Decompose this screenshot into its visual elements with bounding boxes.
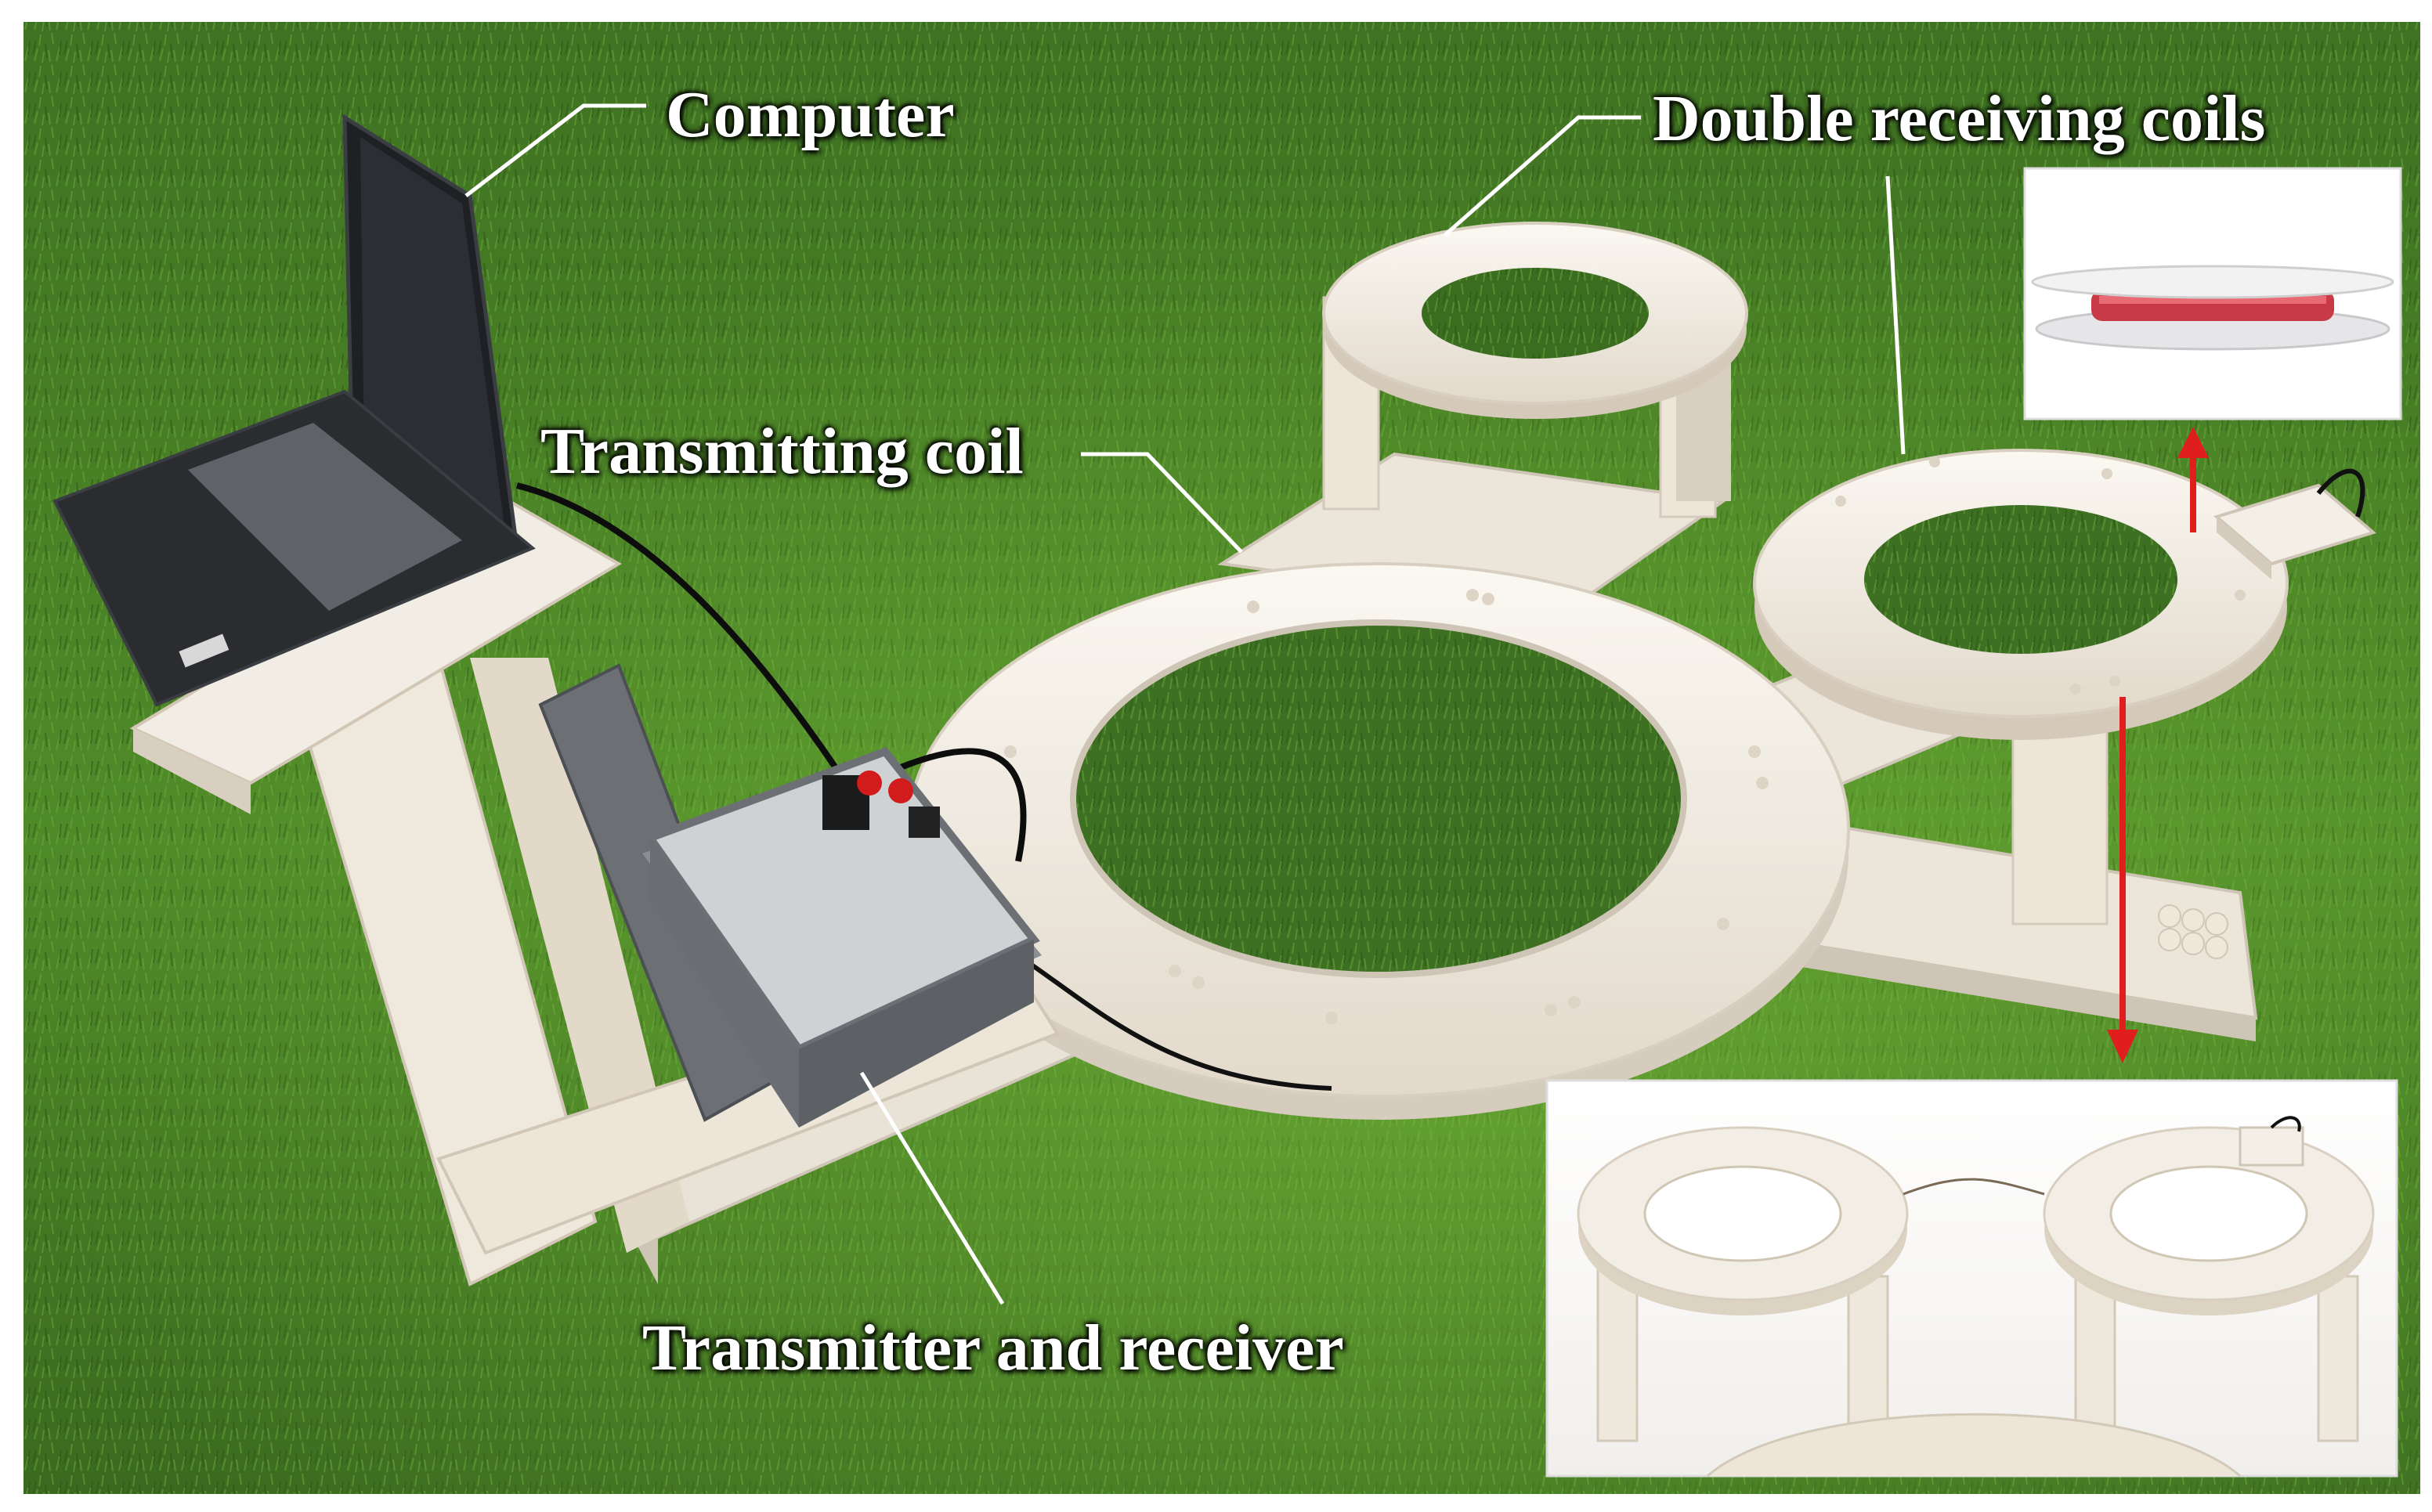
- receiving-coil-icon: [1753, 449, 2289, 959]
- computer-label: Computer: [666, 78, 955, 151]
- double-receiving-coils-label: Double receiving coils: [1653, 82, 2266, 155]
- double-coils-inset: [1545, 1079, 2398, 1478]
- coil-closeup-inset: [2023, 167, 2402, 420]
- laptop-icon: [52, 114, 536, 707]
- arrow-up-icon: [2177, 427, 2209, 532]
- control-box-icon: [538, 663, 1042, 1128]
- sensor-box: [2213, 468, 2377, 579]
- arrow-down-icon: [2107, 697, 2138, 1063]
- transmitter-and-receiver-label: Transmitter and receiver: [642, 1312, 1344, 1384]
- data-cable: [516, 482, 849, 785]
- callout-lines: [464, 103, 1906, 1305]
- transmitting-coil-icon: [907, 562, 1850, 1120]
- signal-cable: [899, 748, 1027, 862]
- receiving-coil-icon: [1322, 222, 1748, 518]
- transmitting-coil-label: Transmitting coil: [540, 415, 1024, 488]
